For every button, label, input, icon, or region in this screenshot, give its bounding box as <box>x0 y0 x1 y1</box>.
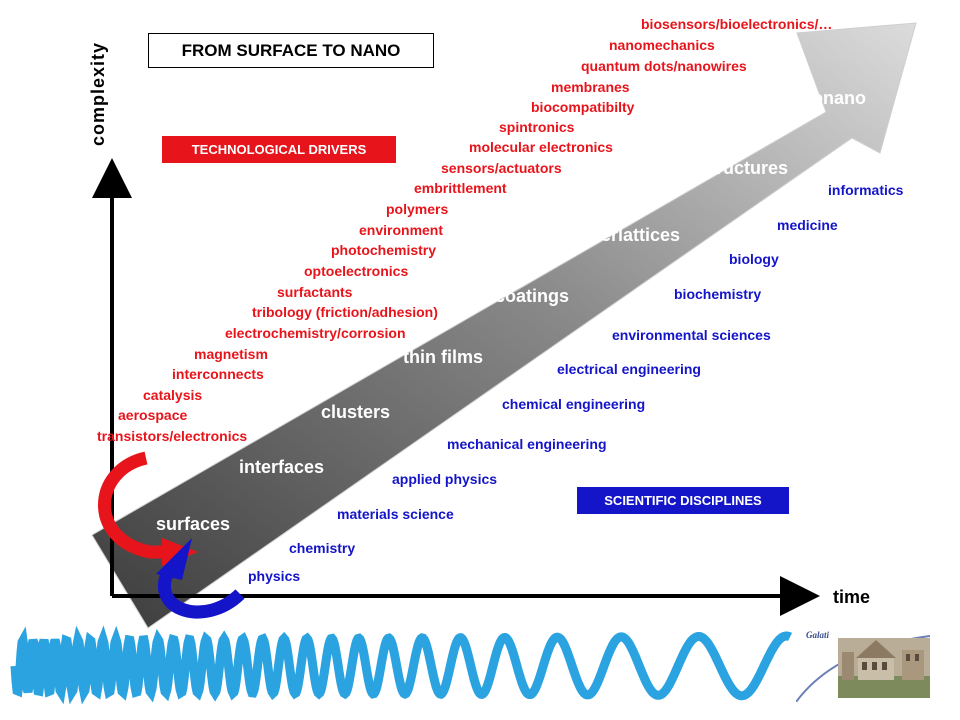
logo-text: Galati <box>806 630 830 640</box>
driver-label: aerospace <box>118 407 188 423</box>
stage-label: bionano <box>796 88 866 108</box>
diagram-title: FROM SURFACE TO NANO <box>148 33 434 68</box>
growth-arrow <box>91 22 917 629</box>
discipline-label: electrical engineering <box>557 361 701 377</box>
discipline-label: chemical engineering <box>502 396 646 412</box>
stage-label: surfaces <box>156 514 231 534</box>
driver-label: biosensors/bioelectronics/… <box>641 16 833 32</box>
driver-label: quantum dots/nanowires <box>581 58 747 74</box>
discipline-label: chemistry <box>289 540 356 556</box>
driver-label: tribology (friction/adhesion) <box>252 304 438 320</box>
blue-arrow-head <box>156 538 192 580</box>
driver-label: polymers <box>386 201 449 217</box>
driver-label: nanomechanics <box>609 37 715 53</box>
stage-label: thin films <box>403 347 483 367</box>
driver-label: catalysis <box>143 387 203 403</box>
discipline-label: biochemistry <box>674 286 762 302</box>
red-curved-arrow <box>98 451 164 559</box>
driver-label: embrittlement <box>414 180 507 196</box>
discipline-label: applied physics <box>392 471 498 487</box>
discipline-label: mechanical engineering <box>447 436 607 452</box>
stage-label: clusters <box>321 402 391 422</box>
stage-label: coatings <box>495 286 570 306</box>
driver-label: magnetism <box>194 346 268 362</box>
discipline-label: medicine <box>777 217 838 233</box>
x-axis-label: time <box>833 587 871 607</box>
building-photo-logo-icon: Galati <box>796 628 930 702</box>
driver-label: biocompatibilty <box>531 99 635 115</box>
driver-label: sensors/actuators <box>441 160 562 176</box>
stage-label: superlattices <box>569 225 681 245</box>
stage-label: interfaces <box>239 457 325 477</box>
driver-label: electrochemistry/corrosion <box>225 325 406 341</box>
driver-label: photochemistry <box>331 242 437 258</box>
y-axis-label: complexity <box>88 41 108 146</box>
driver-label: molecular electronics <box>469 139 613 155</box>
driver-label: interconnects <box>172 366 264 382</box>
driver-label: spintronics <box>499 119 575 135</box>
scientific-disciplines-badge: SCIENTIFIC DISCIPLINES <box>577 487 789 514</box>
driver-label: membranes <box>551 79 630 95</box>
driver-label: environment <box>359 222 444 238</box>
driver-label: transistors/electronics <box>97 428 248 444</box>
waveform <box>10 625 793 705</box>
blue-curved-arrow <box>158 569 245 619</box>
discipline-label: materials science <box>337 506 454 522</box>
technological-drivers-badge: TECHNOLOGICAL DRIVERS <box>162 136 396 163</box>
driver-label: surfactants <box>277 284 353 300</box>
discipline-label: biology <box>729 251 779 267</box>
discipline-label: physics <box>248 568 301 584</box>
stage-label: nanostructures <box>657 158 789 178</box>
driver-label: optoelectronics <box>304 263 409 279</box>
discipline-label: environmental sciences <box>612 327 771 343</box>
discipline-label: informatics <box>828 182 904 198</box>
